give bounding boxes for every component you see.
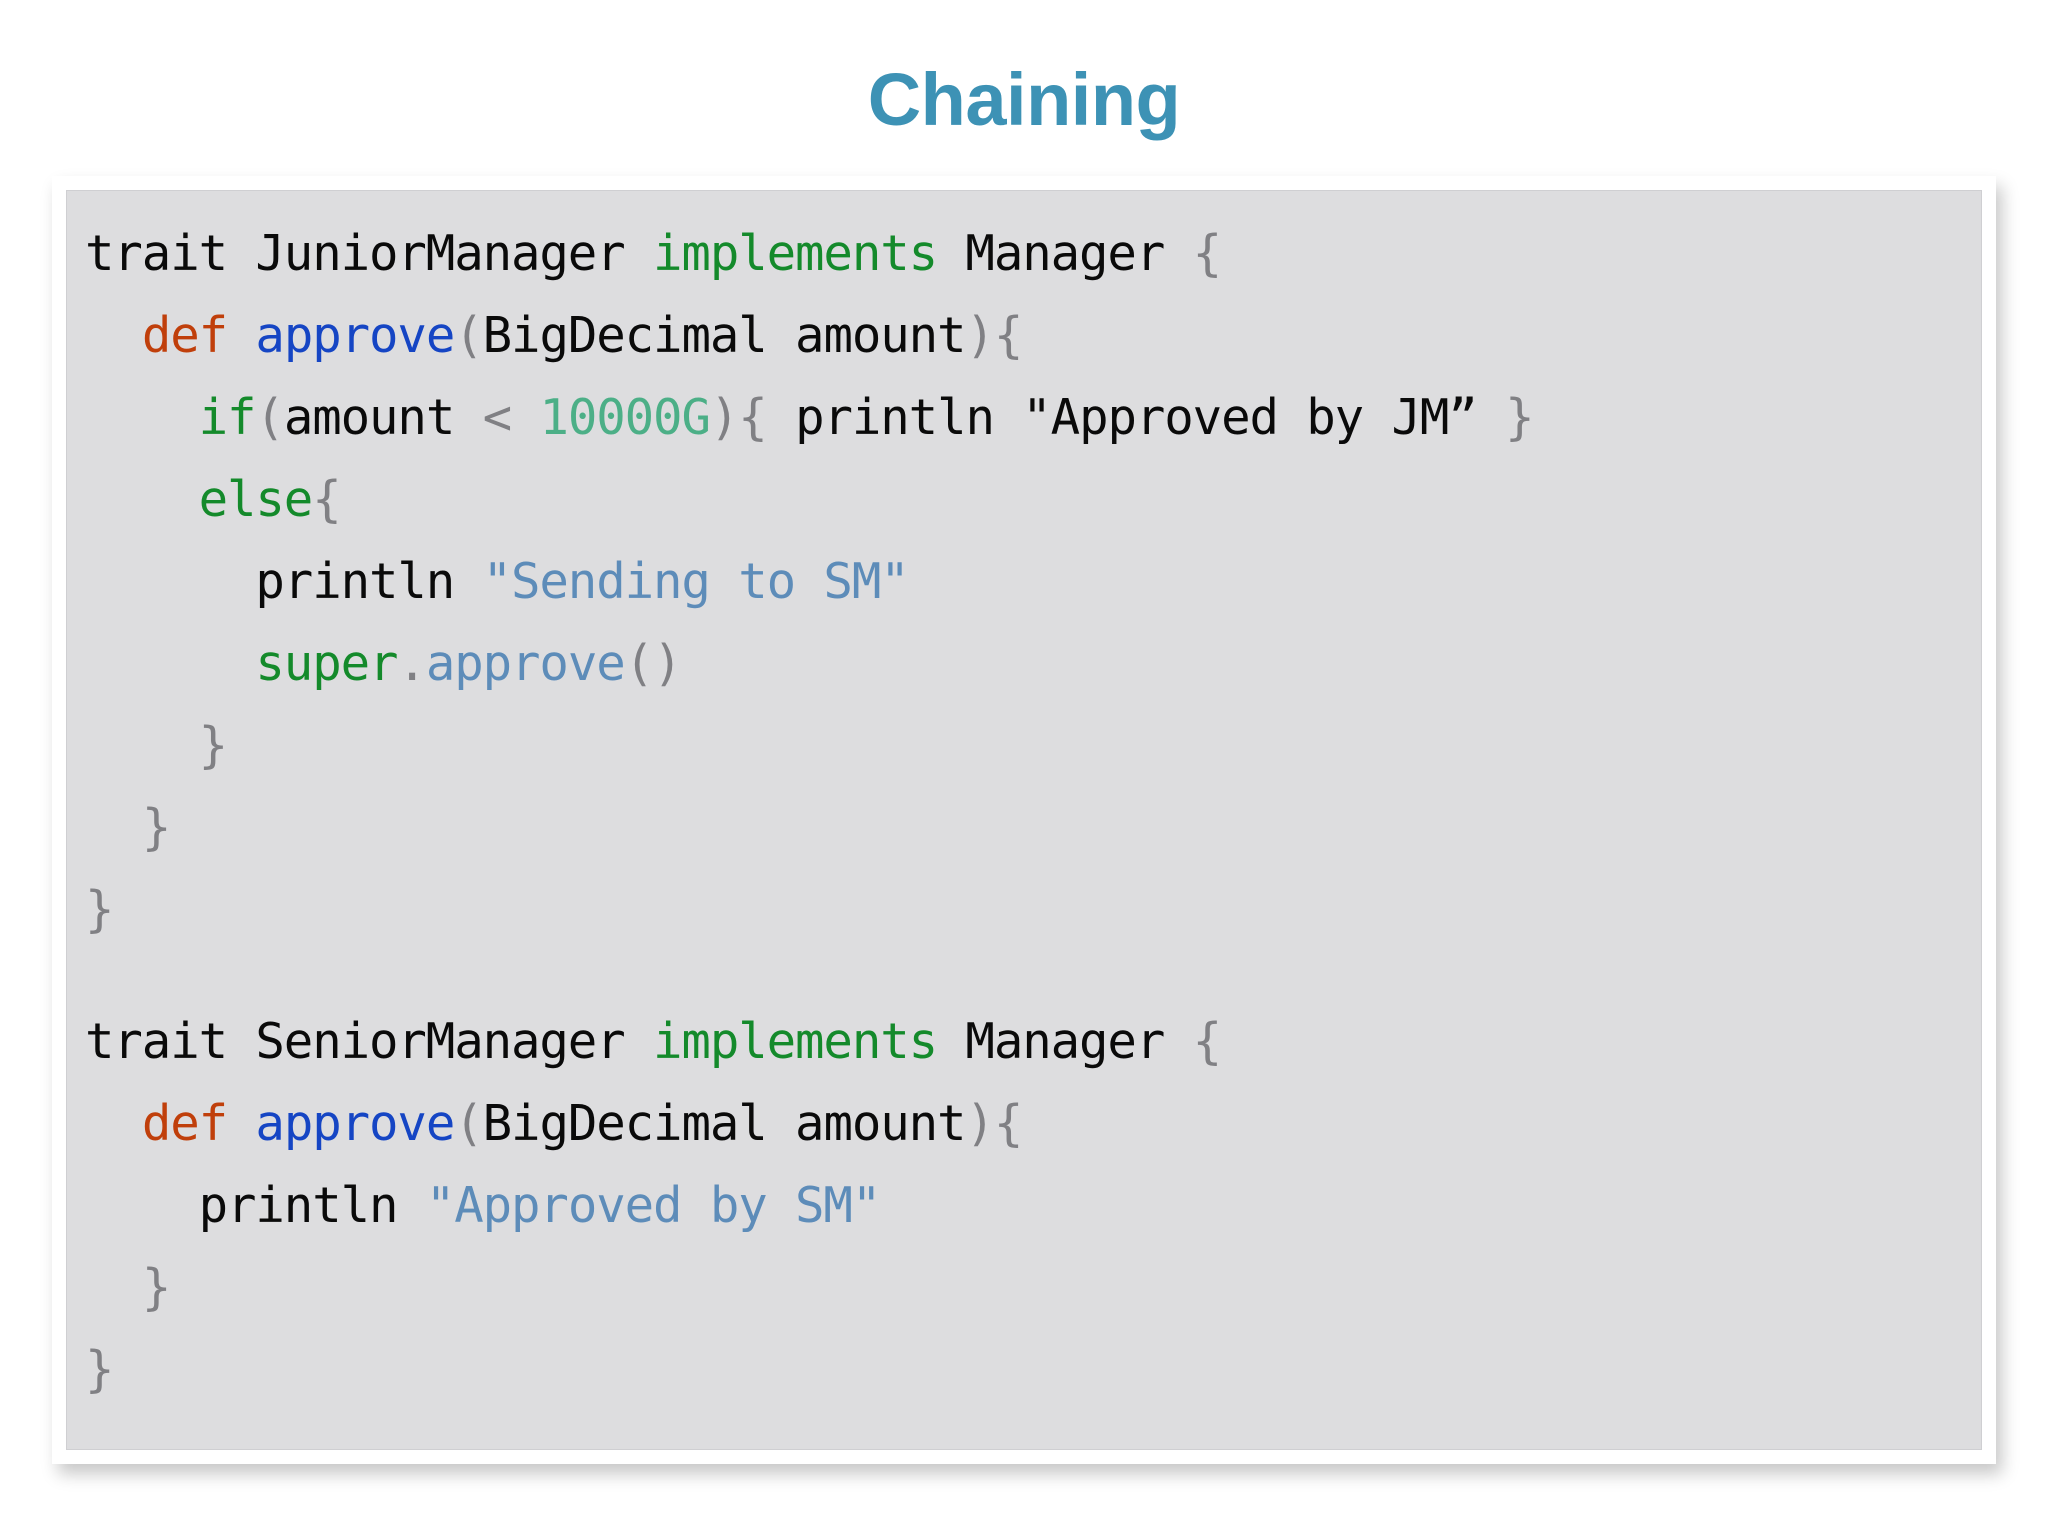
code-token: { xyxy=(993,307,1024,364)
code-line: super.approve() xyxy=(85,623,1981,705)
code-line: def approve(BigDecimal amount){ xyxy=(85,295,1981,377)
code-token xyxy=(227,1095,255,1152)
code-token: () xyxy=(624,635,683,692)
code-token: trait SeniorManager xyxy=(85,1013,654,1070)
code-token: def xyxy=(141,1095,228,1152)
code-token: } xyxy=(85,1341,115,1398)
code-token: println xyxy=(85,1177,426,1234)
code-token: ( xyxy=(255,389,285,446)
code-surface: trait JuniorManager implements Manager {… xyxy=(66,190,1982,1450)
code-token: ) xyxy=(709,389,740,446)
code-line: } xyxy=(85,1329,1981,1411)
code-token: BigDecimal amount xyxy=(482,307,967,364)
code-token: ) xyxy=(965,307,995,364)
code-token: { xyxy=(1192,225,1223,282)
code-token: } xyxy=(141,799,172,856)
code-token: def xyxy=(141,307,228,364)
code-line: } xyxy=(85,1247,1981,1329)
code-token xyxy=(85,799,142,856)
code-token: ( xyxy=(454,1095,484,1152)
code-line: trait JuniorManager implements Manager { xyxy=(85,213,1981,295)
code-token: { xyxy=(1192,1013,1223,1070)
code-line: if(amount < 10000G){ println "Approved b… xyxy=(85,377,1981,459)
code-token: } xyxy=(141,1259,172,1316)
code-token: . xyxy=(397,635,427,692)
code-line: } xyxy=(85,787,1981,869)
page-title: Chaining xyxy=(867,58,1181,141)
code-token: implements xyxy=(653,225,938,282)
code-token: Manager xyxy=(937,225,1193,282)
code-token xyxy=(85,471,199,528)
code-token: ) xyxy=(965,1095,995,1152)
code-token: BigDecimal amount xyxy=(482,1095,967,1152)
code-line: } xyxy=(85,705,1981,787)
code-line: println "Sending to SM" xyxy=(85,541,1981,623)
code-line: } xyxy=(85,869,1981,951)
code-token: implements xyxy=(653,1013,938,1070)
code-token xyxy=(85,1095,142,1152)
code-line: def approve(BigDecimal amount){ xyxy=(85,1083,1981,1165)
code-line xyxy=(85,951,1981,1001)
code-token: if xyxy=(198,389,257,446)
code-token xyxy=(85,717,199,774)
code-token: "Approved by JM” xyxy=(1022,389,1478,446)
code-line: println "Approved by SM" xyxy=(85,1165,1981,1247)
code-token: } xyxy=(85,881,115,938)
code-line: trait SeniorManager implements Manager { xyxy=(85,1001,1981,1083)
code-token xyxy=(85,1259,142,1316)
code-token: "Approved by SM" xyxy=(425,1177,882,1234)
code-token: } xyxy=(198,717,229,774)
code-token: "Sending to SM" xyxy=(482,553,910,610)
code-token: } xyxy=(1505,389,1535,446)
code-token: trait JuniorManager xyxy=(85,225,654,282)
code-line: else{ xyxy=(85,459,1981,541)
code-panel: trait JuniorManager implements Manager {… xyxy=(52,176,1996,1464)
code-token: approve xyxy=(255,1095,455,1152)
code-block: trait JuniorManager implements Manager {… xyxy=(85,213,1981,1411)
code-token: println xyxy=(766,389,1023,446)
code-token xyxy=(85,307,142,364)
code-token: ( xyxy=(454,307,484,364)
code-token: super xyxy=(255,635,398,692)
code-token: { xyxy=(312,471,342,528)
code-token xyxy=(85,635,255,692)
code-token: Manager xyxy=(937,1013,1193,1070)
code-token xyxy=(511,389,539,446)
code-token: else xyxy=(198,471,314,528)
code-token: approve xyxy=(425,635,626,692)
code-token xyxy=(227,307,255,364)
code-token: < xyxy=(482,389,513,446)
code-token xyxy=(1477,389,1505,446)
code-token: 10000G xyxy=(539,389,711,446)
code-token xyxy=(85,389,199,446)
code-token: { xyxy=(993,1095,1024,1152)
code-token: amount xyxy=(283,389,483,446)
code-token: { xyxy=(738,389,768,446)
code-token: println xyxy=(85,553,483,610)
code-token: approve xyxy=(255,307,455,364)
